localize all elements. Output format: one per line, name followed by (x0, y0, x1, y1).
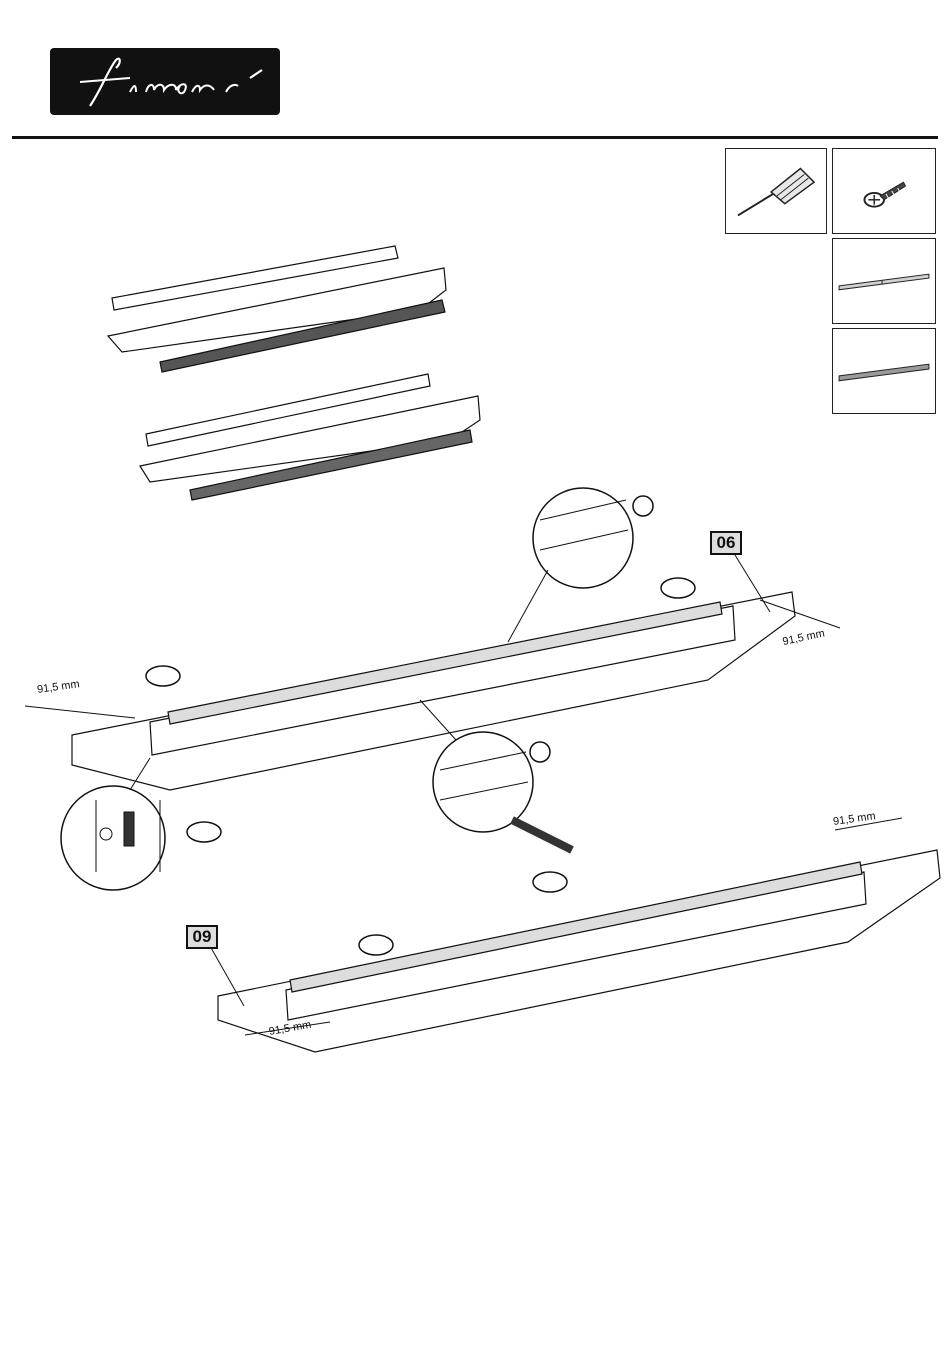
detail-circle-middle (433, 732, 533, 832)
callout-bubble-6 (533, 872, 567, 892)
step-label-06: 06 (710, 531, 742, 555)
detail-circle-top (533, 488, 633, 588)
callout-bubble-2 (530, 742, 550, 762)
callout-bubble-4 (661, 578, 695, 598)
callout-bubble-7 (359, 935, 393, 955)
exploded-view-1 (108, 246, 446, 372)
assembly-06 (72, 592, 795, 790)
callout-bubble-1 (633, 496, 653, 516)
exploded-view-2 (140, 374, 480, 500)
assembly-09 (218, 850, 940, 1052)
callout-bubble-5 (187, 822, 221, 842)
callout-bubble-3 (146, 666, 180, 686)
step-label-09: 09 (186, 925, 218, 949)
detail-circle-left (61, 786, 165, 890)
